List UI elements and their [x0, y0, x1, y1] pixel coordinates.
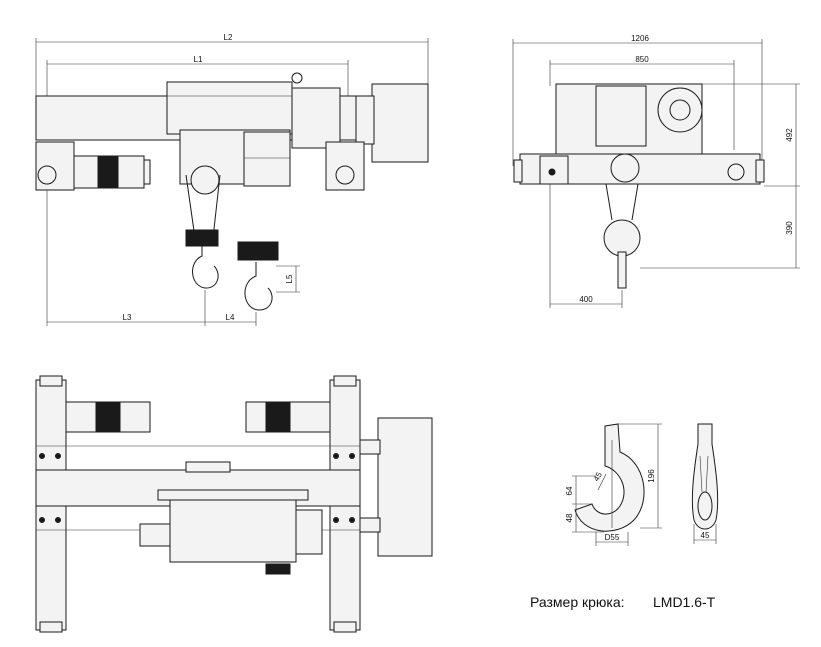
gearbox [291, 87, 341, 149]
side-view: 1206 850 492 390 [512, 34, 800, 308]
side-hook [617, 251, 627, 289]
hook-side-profile [691, 423, 719, 530]
dim-label-l4: L4 [226, 313, 235, 322]
hook-2 [244, 262, 273, 311]
dim-label-850: 850 [635, 55, 649, 64]
drum-end [657, 87, 703, 133]
front-view: L2 L1 [35, 33, 429, 326]
dim-label-l1: L1 [194, 55, 203, 64]
dim-label-1206: 1206 [631, 34, 649, 43]
hook-detail: 196 45 64 48 D55 45 [565, 423, 719, 546]
dim-label-l5: L5 [285, 274, 294, 283]
dim-label-400: 400 [579, 295, 593, 304]
dim-label-d55: D55 [605, 533, 620, 542]
dim-label-196: 196 [647, 469, 656, 483]
side-hook-block [603, 219, 641, 257]
hook-1 [192, 246, 219, 289]
left-wheel [37, 165, 57, 185]
control-box [371, 83, 429, 163]
caption-label: Размер крюка: [530, 594, 625, 610]
hook-block-1 [185, 229, 219, 247]
top-trolley [169, 499, 297, 563]
right-wheel [335, 165, 355, 185]
hook-block-2 [237, 241, 279, 261]
top-view [35, 375, 433, 633]
drum-housing [166, 81, 293, 135]
dim-label-48: 48 [565, 513, 574, 522]
dim-label-492: 492 [785, 128, 794, 142]
dim-label-l2: L2 [224, 33, 233, 42]
dim-label-64: 64 [565, 486, 574, 495]
dim-label-l3: L3 [123, 313, 132, 322]
hook-profile [574, 423, 645, 532]
beam-opening [610, 153, 640, 183]
pulley [190, 165, 220, 195]
lifting-eye [291, 72, 303, 84]
dim-label-390: 390 [785, 221, 794, 235]
top-electrical-cabinet [377, 417, 433, 557]
dim-label-side-45: 45 [701, 531, 710, 540]
caption-model: LMD1.6-T [653, 594, 716, 610]
